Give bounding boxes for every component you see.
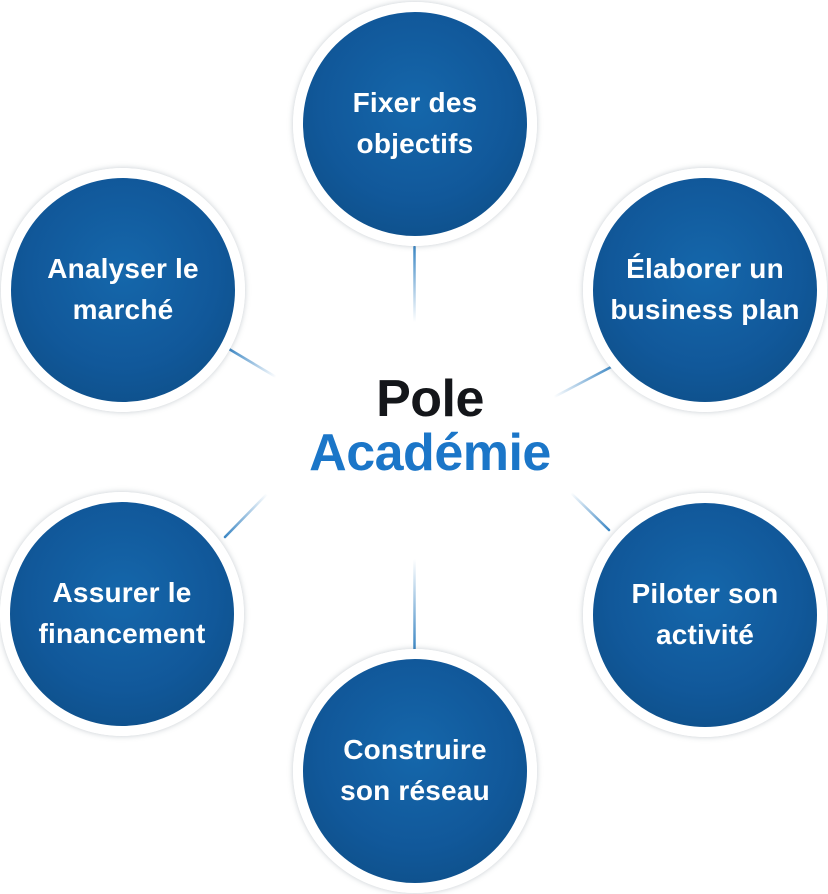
node-label-line: Assurer le <box>52 577 192 609</box>
node-label-line: Construire <box>343 734 487 766</box>
node-elaborer-business-plan: Élaborer un business plan <box>583 168 827 412</box>
node-label-line: marché <box>72 294 174 325</box>
node-label-line: Analyser le <box>47 253 199 285</box>
node-label: Piloter son activité <box>620 574 791 655</box>
title-accent-text: Académie <box>309 424 551 483</box>
node-fixer-des-objectifs: Fixer des objectifs <box>293 2 537 246</box>
node-construire-son-reseau: Construire son réseau <box>293 649 537 893</box>
node-label-line: business plan <box>610 294 800 325</box>
node-label: Fixer des objectifs <box>341 83 490 164</box>
node-label: Construire son réseau <box>328 730 502 811</box>
connector-top-left <box>227 347 278 379</box>
title-primary-text: Pole <box>376 370 484 428</box>
node-assurer-le-financement: Assurer le financement <box>0 492 244 736</box>
node-piloter-son-activite: Piloter son activité <box>583 493 827 737</box>
node-label: Assurer le financement <box>26 573 217 654</box>
node-label-line: objectifs <box>356 128 474 159</box>
node-label-line: son réseau <box>340 775 490 806</box>
node-label-line: Piloter son <box>631 578 779 610</box>
node-label: Élaborer un business plan <box>598 249 811 330</box>
node-label-line: Fixer des <box>352 87 478 119</box>
diagram-title: Pole Académie <box>270 372 590 480</box>
node-analyser-le-marche: Analyser le marché <box>1 168 245 412</box>
node-label-line: Élaborer un <box>626 253 784 285</box>
connector-bottom-left <box>223 492 269 539</box>
connector-bottom-right <box>569 491 611 532</box>
node-label: Analyser le marché <box>35 249 211 330</box>
connector-top-right <box>552 364 615 399</box>
node-label-line: activité <box>655 619 755 650</box>
node-label-line: financement <box>38 618 206 649</box>
